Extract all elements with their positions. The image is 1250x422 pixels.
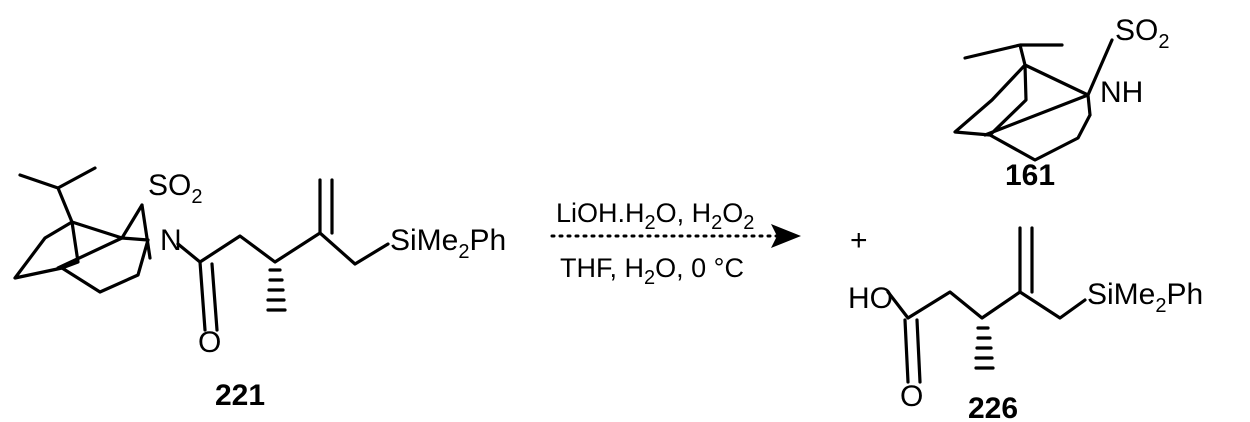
- plus-sign: +: [850, 224, 868, 257]
- condition-line-1: LiOH.H2O, H2O2: [556, 198, 754, 234]
- product-sultam-skeleton: [953, 38, 1114, 162]
- reaction-arrow-group: LiOH.H2O, H2O2 THF, H2O, 0 °C: [550, 198, 801, 289]
- reactant-silyl-label: SiMe2Ph: [390, 224, 506, 263]
- product-sultam-sulfonyl-label: SO2: [1115, 14, 1169, 53]
- product-acid-carbonyl-oxygen-label: O: [900, 380, 923, 413]
- reactant-methyl-hash: [266, 268, 287, 312]
- reactant-sultam-skeleton: [13, 166, 152, 294]
- product-161: SO2 NH 161: [953, 14, 1169, 192]
- product-226: HO O SiMe2Ph 226: [848, 226, 1203, 422]
- reactant-nitrogen-label: N: [160, 224, 182, 257]
- compound-id-161: 161: [1005, 159, 1055, 192]
- compound-id-226: 226: [968, 392, 1018, 422]
- reactant-n-acyl-chain: [176, 178, 390, 332]
- condition-line-2: THF, H2O, 0 °C: [560, 253, 744, 289]
- product-acid-methyl-hash: [974, 326, 995, 370]
- reactant-sulfonyl-label: SO2: [148, 169, 202, 208]
- product-sultam-amine-label: NH: [1100, 76, 1143, 109]
- product-acid-hydroxyl-label: HO: [848, 282, 893, 315]
- compound-id-221: 221: [215, 379, 265, 412]
- product-acid-chain: [886, 226, 1087, 384]
- product-acid-silyl-label: SiMe2Ph: [1087, 278, 1203, 317]
- reactant-carbonyl-oxygen-label: O: [198, 326, 221, 359]
- reactant-221: SO2 N O SiMe2Ph 221: [13, 166, 506, 412]
